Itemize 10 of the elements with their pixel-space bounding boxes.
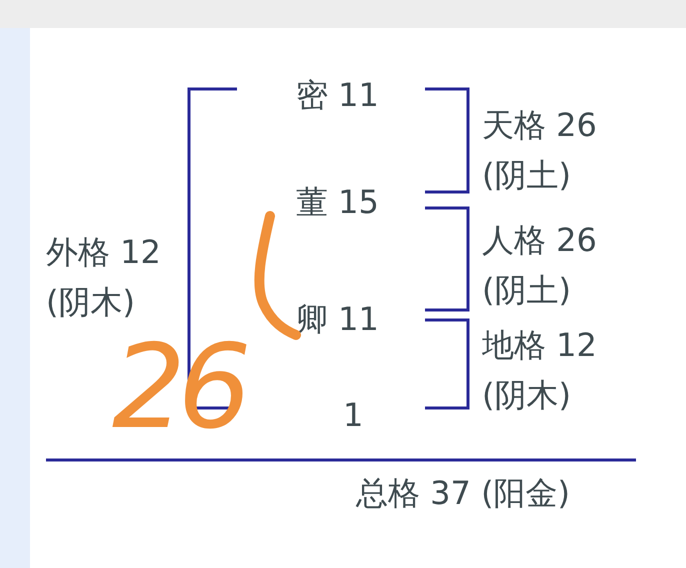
stroke-count-label: 董 15 — [296, 182, 379, 223]
grid-value-label: 天格 26 (阴土) — [482, 105, 598, 196]
stroke-count-label: 密 11 — [296, 75, 379, 116]
grid-value-label: 外格 12 (阴木) — [46, 232, 162, 323]
handwritten-note: 26 — [112, 330, 244, 446]
grid-value-label: 地格 12 (阴木) — [482, 325, 598, 416]
stroke-count-label: 1 — [343, 395, 364, 436]
stroke-count-label: 卿 11 — [296, 299, 379, 340]
grid-value-label: 人格 26 (阴土) — [482, 220, 598, 311]
stroke-count-label: 总格 37 (阳金) — [356, 473, 570, 514]
